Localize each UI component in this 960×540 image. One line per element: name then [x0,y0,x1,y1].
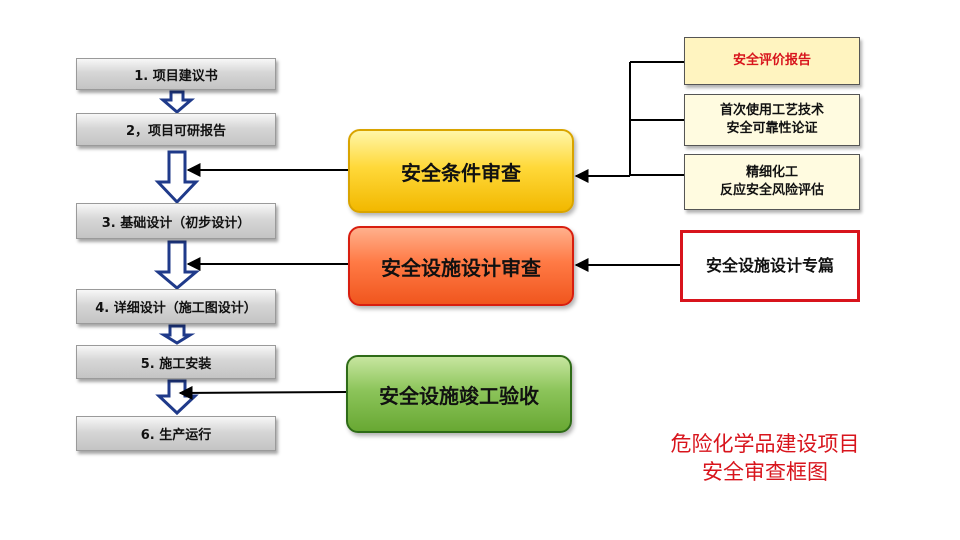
review-safety-conditions: 安全条件审查 [348,129,574,213]
down-arrow-4-5 [158,324,196,345]
arrow-acceptance-to-step5 [178,385,347,400]
down-arrow-5-6 [155,379,199,416]
down-arrow-1-2 [158,90,196,114]
diagram-caption: 危险化学品建设项目 安全审查框图 [670,432,860,484]
process-step-6: 6. 生产运行 [76,416,276,451]
doc-evaluation-report: 安全评价报告 [684,37,860,85]
down-arrow-3-4 [153,240,201,290]
doc-first-use-demonstration: 首次使用工艺技术 安全可靠性论证 [684,94,860,146]
process-step-4: 4. 详细设计（施工图设计） [76,289,276,324]
process-step-2: 2，项目可研报告 [76,113,276,146]
process-step-5: 5. 施工安装 [76,345,276,379]
process-step-1: 1. 项目建议书 [76,58,276,90]
review-completion-acceptance: 安全设施竣工验收 [346,355,572,433]
down-arrow-2-3 [154,150,200,205]
review-facility-design: 安全设施设计审查 [348,226,574,306]
doc-fine-chem-risk-assessment: 精细化工 反应安全风险评估 [684,154,860,210]
process-step-3: 3. 基础设计（初步设计） [76,203,276,239]
doc-design-special-chapter: 安全设施设计专篇 [680,230,860,302]
